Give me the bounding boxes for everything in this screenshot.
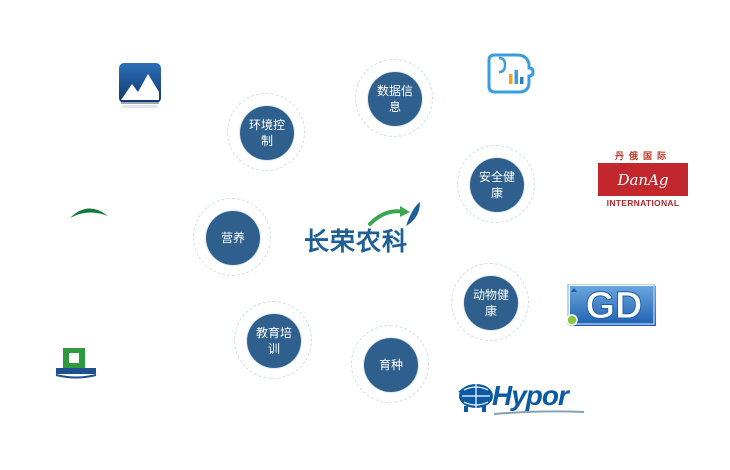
elephant-chart-logo	[487, 53, 535, 94]
gd-logo: GD	[566, 284, 656, 328]
capability-safety-health[interactable]: 安全健康	[457, 145, 535, 223]
hypor-wordmark: Hypor	[492, 380, 569, 411]
capability-animal-health[interactable]: 动物健康	[451, 263, 529, 341]
capability-label: 动物健康	[472, 288, 509, 318]
danag-chinese-name: 丹俄国际	[614, 152, 671, 162]
center-brand-logo: 长荣农科	[300, 200, 432, 260]
capability-label: 数据信息	[376, 84, 413, 114]
danag-subtitle: INTERNATIONAL	[606, 198, 680, 208]
leaf-arrow-icon	[368, 202, 420, 226]
danag-logo: 丹俄国际 DanAg INTERNATIONAL	[598, 152, 688, 208]
capability-label: 教育培训	[255, 326, 292, 356]
capability-breeding[interactable]: 育种	[351, 325, 429, 403]
pig-globe-icon	[458, 384, 493, 412]
capability-education[interactable]: 教育培训	[234, 301, 312, 379]
gd-wordmark: GD	[586, 285, 643, 327]
capability-label: 营养	[220, 231, 245, 245]
capability-label: 环境控制	[248, 118, 285, 148]
hypor-swoosh	[493, 410, 585, 415]
capability-env-control[interactable]: 环境控制	[227, 93, 305, 171]
capability-data-info[interactable]: 数据信息	[355, 59, 433, 137]
center-brand-name: 长荣农科	[304, 227, 409, 256]
danag-wordmark: DanAg	[617, 170, 669, 189]
mountain-logo	[119, 63, 161, 108]
green-arc-logo	[70, 208, 108, 218]
green-square-logo	[55, 348, 97, 379]
capability-label: 育种	[378, 358, 403, 372]
capability-nutrition[interactable]: 营养	[193, 198, 271, 276]
capability-label: 安全健康	[478, 170, 515, 200]
hypor-logo: Hypor	[456, 378, 588, 415]
